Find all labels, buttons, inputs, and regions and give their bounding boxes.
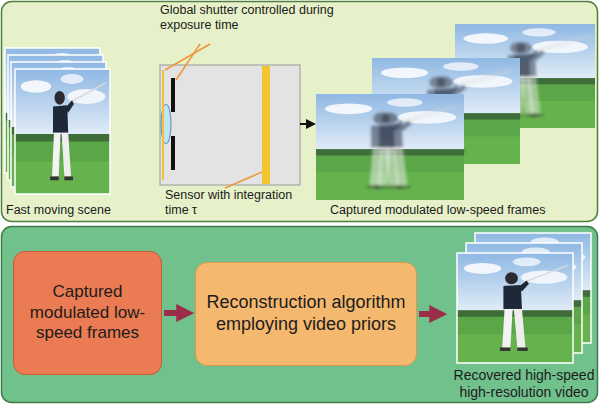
node-label: Recovered high-speed high-resolution vid…: [449, 367, 599, 401]
caption-label: Captured modulated low-speed frames: [330, 203, 592, 218]
top-panel: [2, 2, 598, 222]
caption-label: Fast moving scene: [6, 203, 156, 218]
caption-label: Global shutter controlled during exposur…: [160, 3, 350, 33]
process-box: Captured modulated low-speed frames: [13, 251, 162, 375]
video-output: Recovered high-speed high-resolution vid…: [448, 233, 599, 402]
node-label: Captured modulated low-speed frames: [22, 282, 153, 343]
flow-arrow: [419, 311, 436, 317]
process-box: Reconstruction algorithm employing video…: [195, 262, 417, 366]
captured-frames: [316, 24, 595, 200]
recovered-frames: [457, 233, 591, 363]
camera-diagram: [160, 44, 316, 188]
flow-arrow: [164, 310, 183, 316]
caption-label: Sensor with integration time τ: [165, 188, 295, 218]
scene-frames: [5, 48, 110, 194]
node-label: Reconstruction algorithm employing video…: [206, 292, 406, 335]
